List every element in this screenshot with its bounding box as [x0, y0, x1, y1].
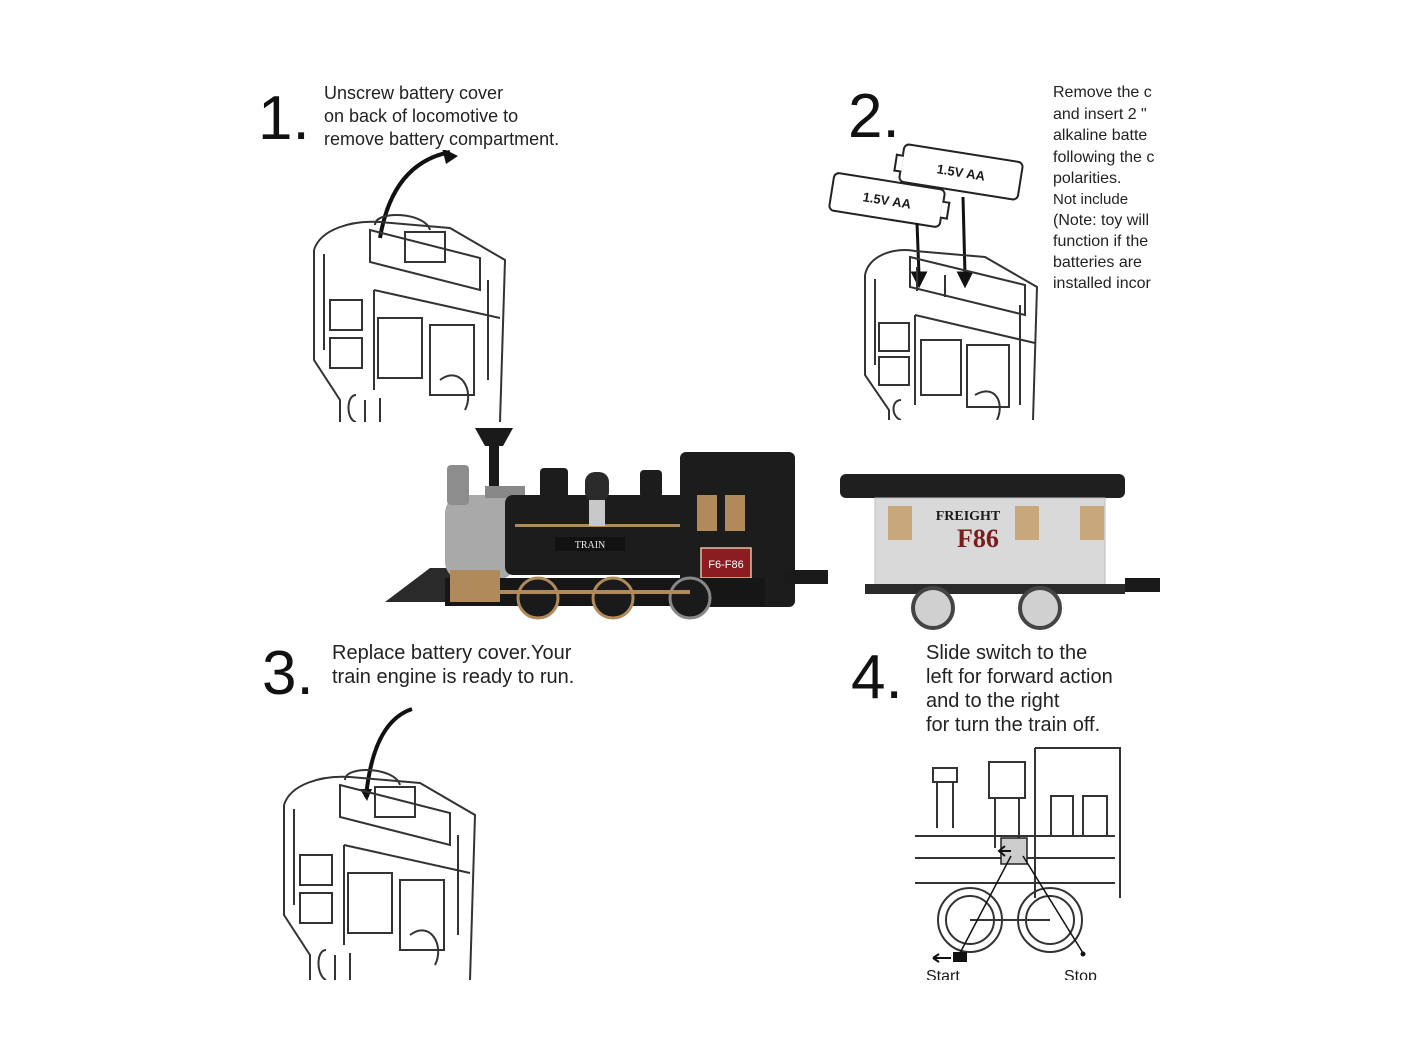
sand-dome — [585, 472, 609, 502]
step-4-switch-drawing — [915, 747, 1121, 963]
step-2-text-clip: Remove the c and insert 2 " alkaline bat… — [1053, 82, 1159, 302]
step-2-locomotive-back-drawing — [864, 196, 1039, 420]
step-4-text: Slide switch to the left for forward act… — [926, 642, 1113, 736]
step-1-text: Unscrew battery cover on back of locomot… — [324, 83, 560, 149]
step-2-text: Remove the c and insert 2 " alkaline bat… — [1053, 84, 1155, 187]
car-wheel-1 — [911, 586, 955, 630]
whistle — [589, 500, 605, 526]
step-3-number: 3. — [262, 639, 314, 708]
battery-top-label: 1.5V AA — [935, 160, 987, 184]
coupler-left — [783, 570, 828, 584]
pointer-stop — [1022, 855, 1084, 954]
start-arrow-icon — [932, 953, 951, 963]
step-2-note: (Note: toy will function if the batterie… — [1053, 211, 1151, 292]
start-train-icon — [953, 952, 967, 962]
engine-label: TRAIN — [575, 540, 606, 551]
headlamp — [447, 465, 469, 505]
pointer-start — [959, 855, 1012, 954]
car-number: F86 — [957, 524, 999, 553]
cab-window-right — [725, 495, 745, 531]
cowcatcher — [385, 568, 455, 602]
car-frame — [865, 584, 1125, 594]
step-3-locomotive-back-drawing — [283, 707, 477, 980]
cab-window-left — [697, 495, 717, 531]
cylinder — [450, 570, 500, 602]
train-illustration: F6-F86 TRAIN FREIGHT F86 — [385, 428, 1160, 630]
car-title: FREIGHT — [936, 509, 1001, 524]
switch-arrow-left — [997, 845, 1011, 857]
steam-dome — [540, 468, 568, 500]
step-1-number: 1. — [258, 84, 310, 153]
engine-plate: F6-F86 — [708, 559, 743, 571]
battery-top-terminal — [893, 153, 904, 173]
switch-labels-clip: Start Stop — [922, 968, 1122, 980]
switch-stop-label: Stop — [1064, 968, 1097, 980]
step-3-text: Replace battery cover.Your train engine … — [332, 642, 575, 688]
locomotive: F6-F86 TRAIN — [385, 428, 828, 620]
freight-car: FREIGHT F86 — [840, 474, 1160, 630]
switch-start-label: Start — [926, 968, 960, 980]
drive-wheel-3 — [668, 576, 712, 620]
arrow-head — [442, 150, 458, 164]
step-4-number: 4. — [851, 643, 903, 712]
smokebox — [445, 495, 515, 580]
boiler — [505, 495, 700, 575]
bell — [640, 470, 662, 498]
coupler-right — [1125, 578, 1160, 592]
arrow-curve — [364, 707, 413, 798]
lamp-top — [932, 767, 958, 783]
smokestack — [475, 428, 513, 490]
car-window-2 — [1015, 506, 1039, 540]
car-wheel-2 — [1018, 586, 1062, 630]
drive-wheel-2 — [591, 576, 635, 620]
train-label-bg — [555, 537, 625, 551]
car-roof — [840, 474, 1125, 498]
car-window-1 — [888, 506, 912, 540]
drive-wheel-1 — [516, 576, 560, 620]
step-2-note-line: Not include — [1053, 190, 1129, 208]
step-1-locomotive-back-drawing — [313, 150, 507, 422]
step-2-number: 2. — [848, 82, 900, 151]
car-window-3 — [1080, 506, 1104, 540]
